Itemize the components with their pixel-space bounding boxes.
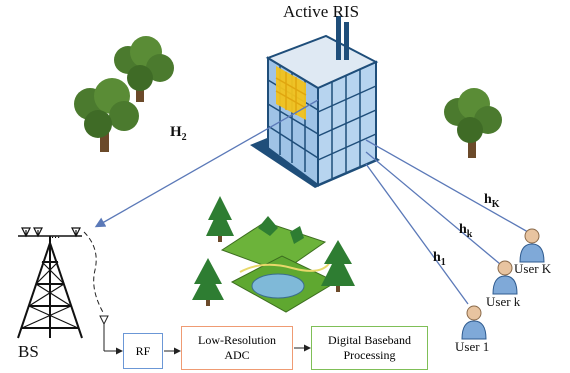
tree-icon bbox=[444, 88, 502, 158]
user-icon bbox=[492, 260, 518, 295]
tree-icon bbox=[114, 36, 174, 102]
channel-label-hK: hK bbox=[484, 192, 500, 210]
channel-label-h2: H2 bbox=[170, 124, 187, 143]
link-h1 bbox=[365, 163, 469, 305]
link-hk bbox=[365, 151, 501, 265]
channel-label-h1: h1 bbox=[433, 250, 446, 268]
link-h2 bbox=[94, 99, 319, 228]
bs-tower-icon bbox=[17, 227, 83, 339]
user-icon bbox=[461, 305, 487, 340]
ris-title: Active RIS bbox=[283, 2, 360, 21]
user-label-k: User k bbox=[486, 294, 521, 309]
links bbox=[94, 99, 536, 305]
user-icon bbox=[519, 228, 545, 263]
user-label-K: User K bbox=[514, 261, 552, 276]
tree-icon bbox=[74, 78, 139, 152]
bs-label: BS bbox=[18, 342, 39, 361]
landscape-icon bbox=[192, 196, 355, 313]
channel-label-hk: hk bbox=[459, 222, 473, 240]
rf-block: RF bbox=[123, 333, 163, 369]
antenna-dots: ... bbox=[51, 229, 60, 241]
link-hK bbox=[365, 139, 536, 237]
user-label-1: User 1 bbox=[455, 339, 490, 354]
rf-chain-antenna bbox=[83, 231, 311, 355]
building-icon bbox=[250, 16, 380, 188]
